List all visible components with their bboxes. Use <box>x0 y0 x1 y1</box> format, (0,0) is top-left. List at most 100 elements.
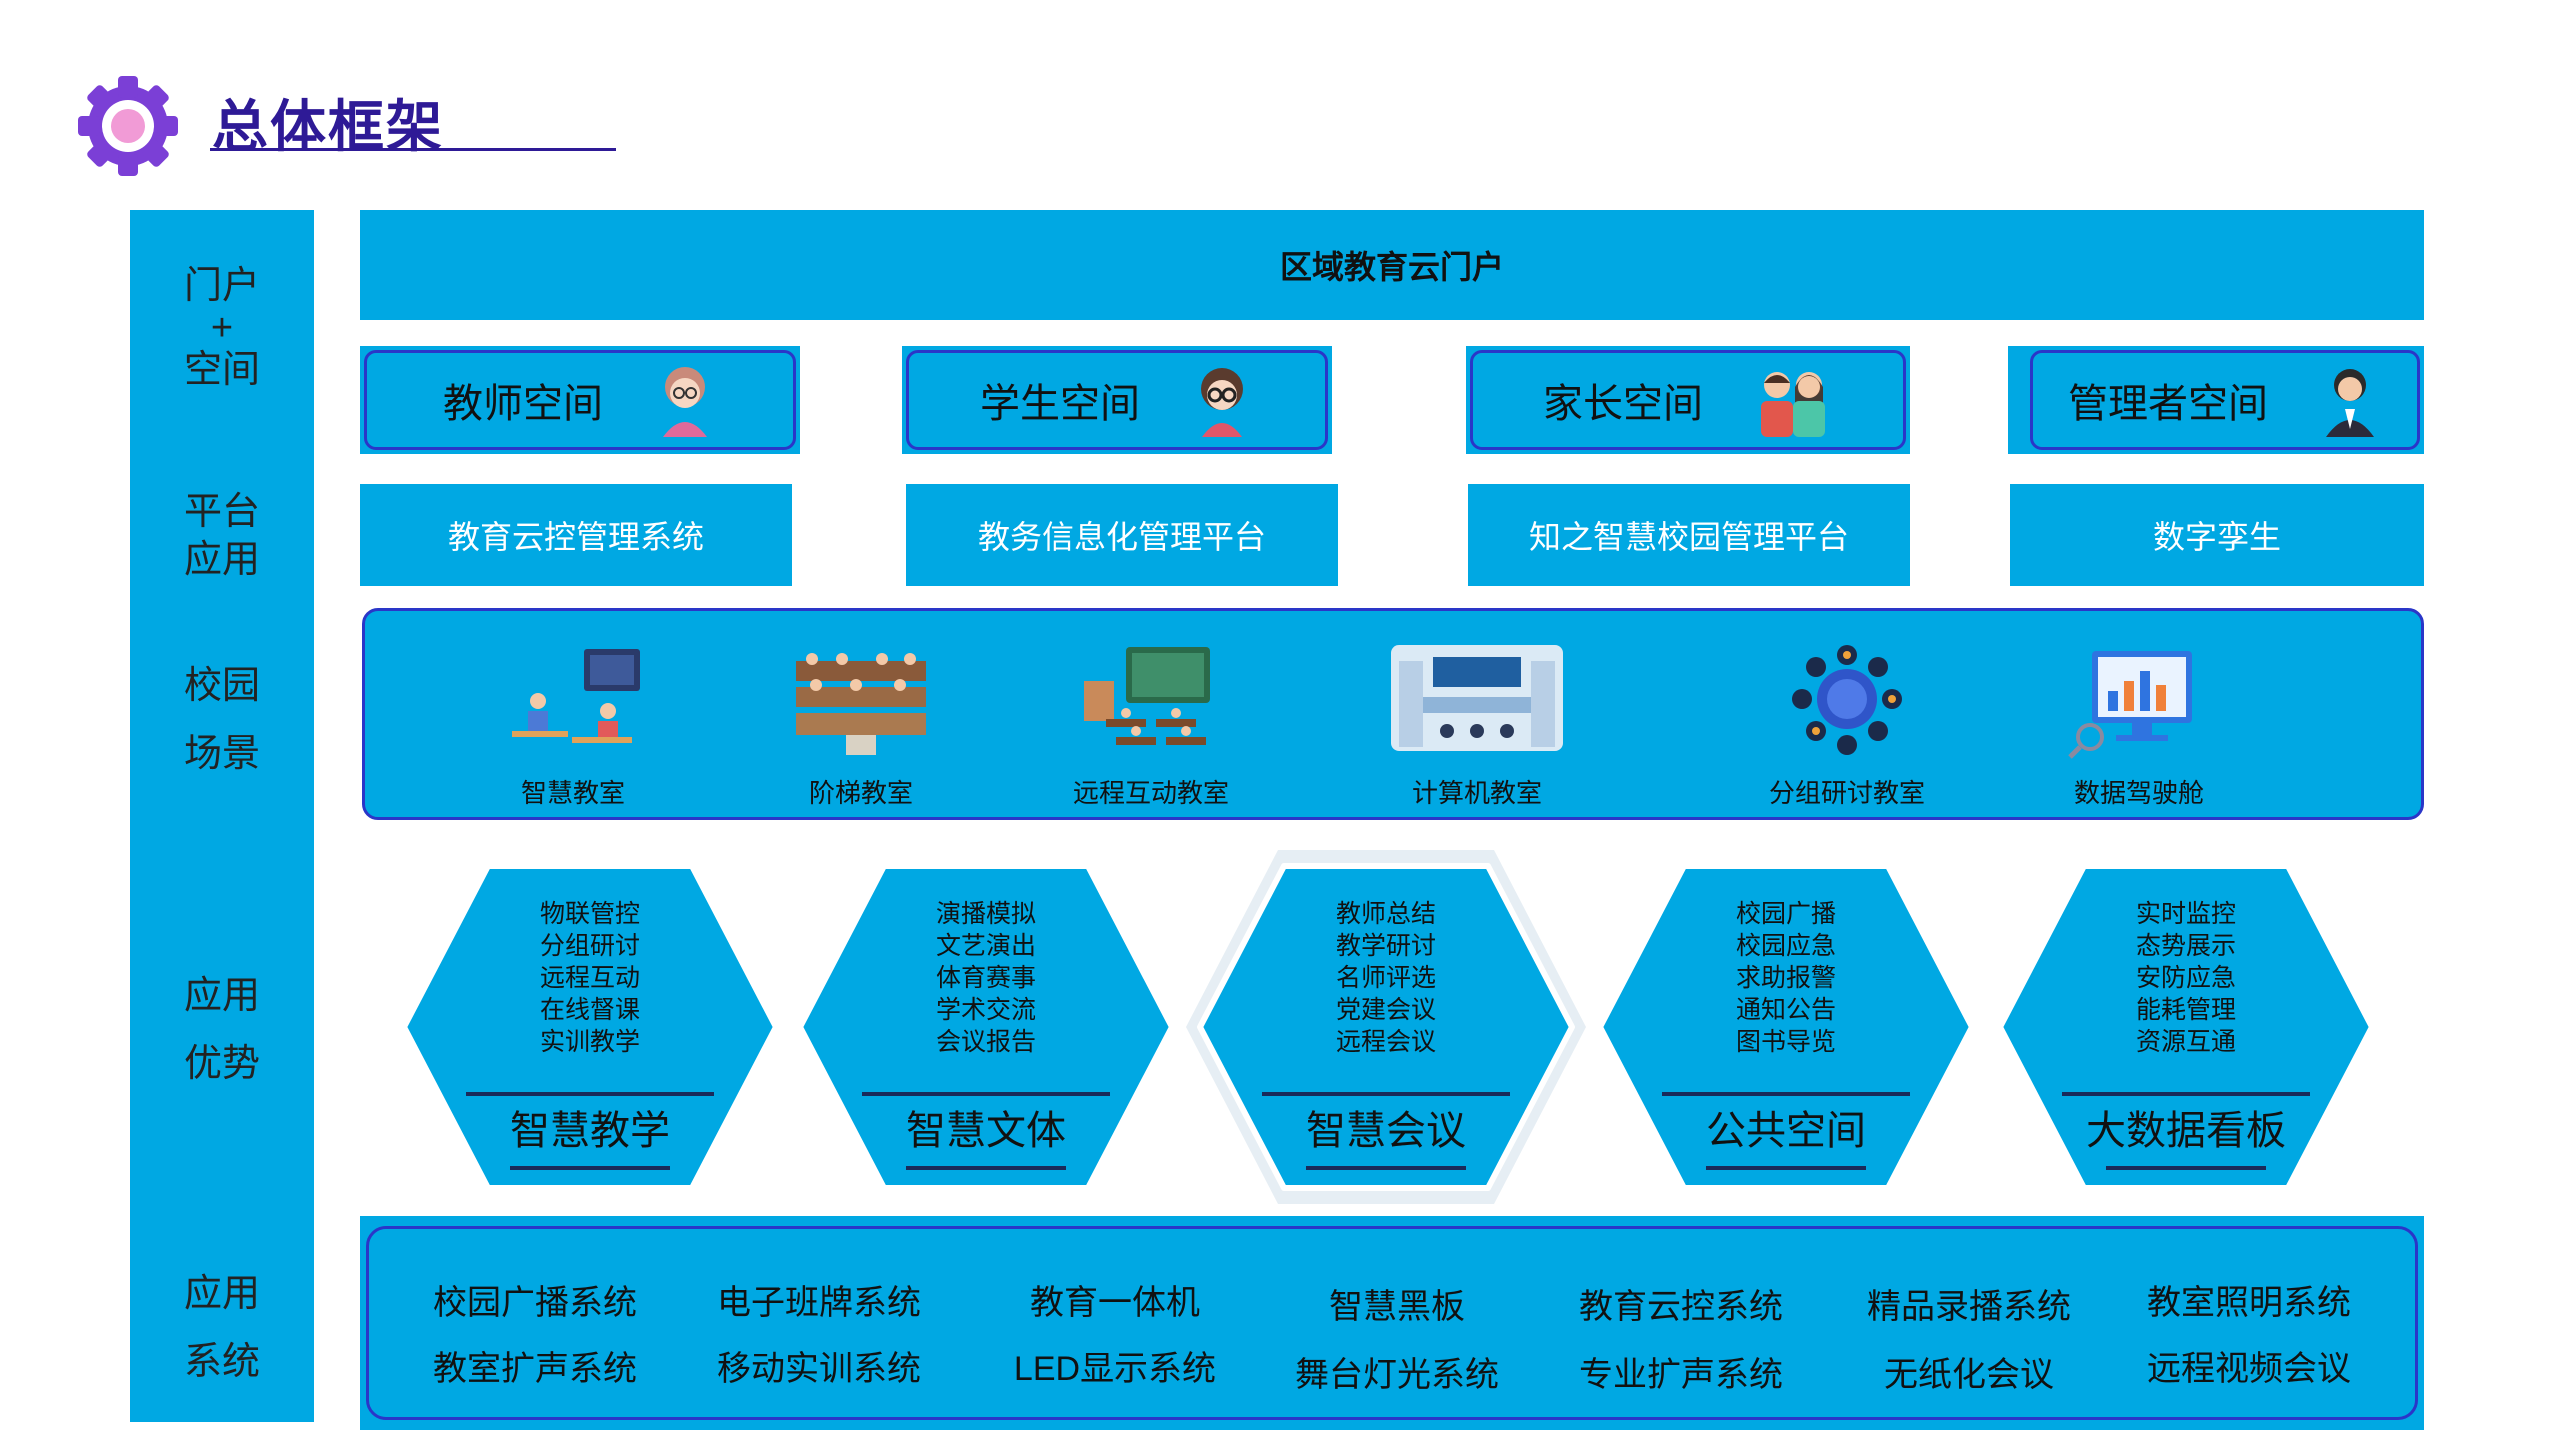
page-title: 总体框架 <box>212 95 444 158</box>
campus-scenes-panel: 智慧教室 阶梯教室 远程互动教室 <box>362 608 2424 820</box>
hexagon-shape <box>797 863 1175 1191</box>
smart-classroom-icon <box>512 649 640 743</box>
advantage-title: 智慧教学 <box>510 1109 670 1153</box>
system-item[interactable]: 无纸化会议 <box>1884 1356 2054 1394</box>
category-portal-space: 门户 + 空间 <box>130 262 314 394</box>
advantage-item: 体育赛事 <box>935 964 1036 992</box>
advantage-item: 图书导览 <box>1735 1028 1836 1056</box>
advantage-smart-teaching[interactable]: 物联管控 分组研讨 远程互动 在线督课 实训教学 智慧教学 <box>400 858 780 1196</box>
admin-avatar-icon <box>2326 369 2374 437</box>
platform-digital-twin[interactable]: 数字孪生 <box>2010 484 2424 586</box>
advantage-title: 公共空间 <box>1706 1109 1866 1153</box>
category-scene: 校园 场景 <box>130 662 314 778</box>
computer-lab-icon <box>1391 645 1563 751</box>
category-text: 应用 <box>183 1273 260 1315</box>
space-label: 管理者空间 <box>2068 382 2268 426</box>
system-item[interactable]: LED显示系统 <box>1013 1350 1217 1388</box>
hexagon-shape <box>1997 863 2375 1191</box>
space-admin[interactable]: 管理者空间 <box>2008 346 2424 454</box>
scene-label: 数据驾驶舱 <box>2073 778 2204 808</box>
system-item[interactable]: 教室照明系统 <box>2147 1284 2351 1322</box>
platform-academic-affairs[interactable]: 教务信息化管理平台 <box>906 484 1338 586</box>
system-item[interactable]: 远程视频会议 <box>2147 1350 2351 1388</box>
lecture-hall-icon <box>796 653 926 755</box>
category-text: 应用 <box>183 975 260 1017</box>
advantage-item: 名师评选 <box>1335 964 1436 992</box>
scene-label: 智慧教室 <box>520 778 625 808</box>
data-cockpit-icon <box>2068 651 2192 759</box>
advantage-smart-meeting[interactable]: 教师总结 教学研讨 名师评选 党建会议 远程会议 智慧会议 <box>1186 850 1586 1204</box>
platform-cloud-control[interactable]: 教育云控管理系统 <box>360 484 792 586</box>
category-text: 门户 <box>183 265 260 307</box>
scene-label: 远程互动教室 <box>1072 778 1229 808</box>
parent-avatar-icon <box>1761 372 1825 437</box>
space-parent[interactable]: 家长空间 <box>1466 346 1910 454</box>
system-item[interactable]: 智慧黑板 <box>1329 1288 1465 1326</box>
category-text: 平台 <box>183 491 260 533</box>
advantage-big-data-board[interactable]: 实时监控 态势展示 安防应急 能耗管理 资源互通 大数据看板 <box>1996 858 2376 1196</box>
hexagon-shape <box>1597 863 1975 1191</box>
advantage-item: 校园广播 <box>1735 900 1836 928</box>
scene-remote-classroom[interactable]: 远程互动教室 <box>1041 641 1261 810</box>
system-item[interactable]: 精品录播系统 <box>1867 1288 2071 1326</box>
category-system: 应用 系统 <box>130 1270 314 1386</box>
advantage-item: 教学研讨 <box>1335 932 1436 960</box>
system-item[interactable]: 专业扩声系统 <box>1579 1356 1783 1394</box>
advantage-item: 党建会议 <box>1335 996 1436 1024</box>
category-text: 优势 <box>183 1043 260 1085</box>
left-category-column: 门户 + 空间 平台 应用 校园 场景 应用 优势 应用 系统 <box>130 210 314 1422</box>
application-systems-panel: 校园广播系统 教室扩声系统 电子班牌系统 移动实训系统 教育一体机 LED显示系… <box>360 1216 2424 1430</box>
student-avatar-icon <box>1201 368 1243 437</box>
hexagon-shape <box>401 863 779 1191</box>
advantage-public-space[interactable]: 校园广播 校园应急 求助报警 通知公告 图书导览 公共空间 <box>1596 858 1976 1196</box>
advantage-item: 实训教学 <box>539 1028 640 1056</box>
platform-label: 教育云控管理系统 <box>447 519 704 555</box>
advantage-smart-arts[interactable]: 演播模拟 文艺演出 体育赛事 学术交流 会议报告 智慧文体 <box>796 858 1176 1196</box>
advantage-item: 会议报告 <box>935 1028 1036 1056</box>
gear-icon <box>72 70 184 182</box>
advantage-item: 实时监控 <box>2135 900 2236 928</box>
category-text: 系统 <box>183 1341 260 1383</box>
platform-smart-campus[interactable]: 知之智慧校园管理平台 <box>1468 484 1910 586</box>
system-item[interactable]: 教育一体机 <box>1030 1284 1200 1322</box>
space-label: 教师空间 <box>443 382 603 426</box>
scene-smart-classroom[interactable]: 智慧教室 <box>463 641 683 810</box>
scene-label: 分组研讨教室 <box>1768 778 1925 808</box>
hexagon-shape <box>1186 850 1586 1204</box>
portal-bar[interactable]: 区域教育云门户 <box>360 210 2424 320</box>
system-item[interactable]: 教育云控系统 <box>1579 1288 1783 1326</box>
system-item[interactable]: 移动实训系统 <box>717 1350 921 1388</box>
advantage-item: 通知公告 <box>1735 996 1836 1024</box>
advantage-item: 学术交流 <box>935 996 1036 1024</box>
advantage-title: 智慧文体 <box>906 1109 1066 1153</box>
advantage-item: 分组研讨 <box>539 932 640 960</box>
title-underline <box>210 148 616 151</box>
category-text: + <box>210 307 234 349</box>
remote-classroom-icon <box>1084 647 1210 745</box>
scene-lecture-hall[interactable]: 阶梯教室 <box>751 641 971 810</box>
system-item[interactable]: 电子班牌系统 <box>717 1284 921 1322</box>
scene-group-discussion[interactable]: 分组研讨教室 <box>1737 641 1957 810</box>
advantage-item: 文艺演出 <box>935 932 1036 960</box>
scene-label: 计算机教室 <box>1411 778 1542 808</box>
advantage-item: 能耗管理 <box>2135 996 2236 1024</box>
scene-computer-lab[interactable]: 计算机教室 <box>1367 641 1587 810</box>
advantage-title: 大数据看板 <box>2086 1109 2286 1153</box>
space-student[interactable]: 学生空间 <box>902 346 1332 454</box>
advantage-item: 演播模拟 <box>935 900 1036 928</box>
scene-label: 阶梯教室 <box>808 778 913 808</box>
system-item[interactable]: 教室扩声系统 <box>433 1350 637 1388</box>
category-platform: 平台 应用 <box>130 488 314 584</box>
system-item[interactable]: 校园广播系统 <box>433 1284 637 1322</box>
platform-label: 数字孪生 <box>2152 519 2281 555</box>
category-text: 场景 <box>183 733 260 775</box>
scene-data-cockpit[interactable]: 数据驾驶舱 <box>2029 641 2249 810</box>
system-item[interactable]: 舞台灯光系统 <box>1295 1356 1499 1394</box>
space-teacher[interactable]: 教师空间 <box>360 346 800 454</box>
space-label: 学生空间 <box>980 382 1140 426</box>
advantage-item: 资源互通 <box>2135 1028 2236 1056</box>
advantage-item: 远程互动 <box>539 964 640 992</box>
advantage-item: 校园应急 <box>1735 932 1836 960</box>
portal-label: 区域教育云门户 <box>1279 249 1504 285</box>
advantage-item: 远程会议 <box>1335 1028 1436 1056</box>
